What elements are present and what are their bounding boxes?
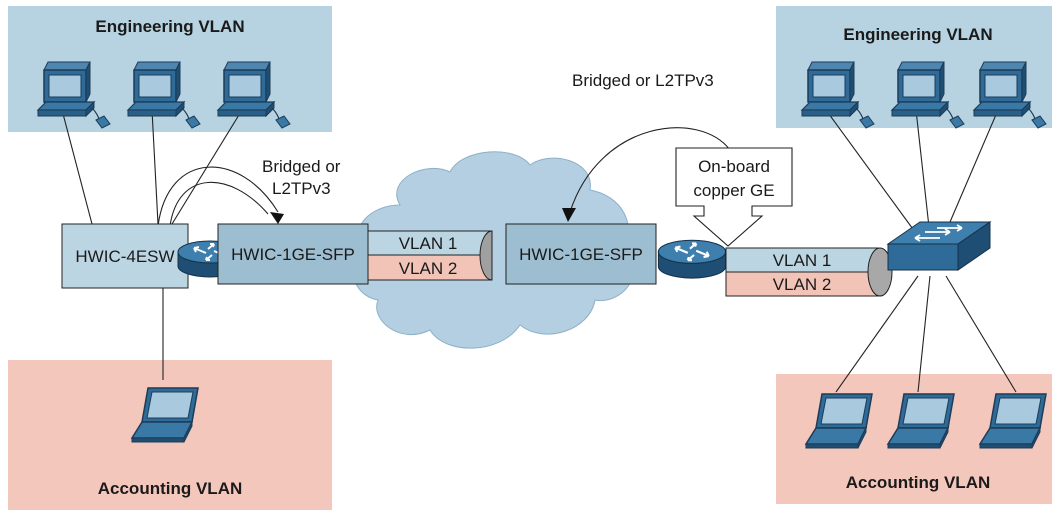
engineering-vlan-right-title: Engineering VLAN (843, 25, 992, 44)
tunnel-left-vlan1-label: VLAN 1 (399, 234, 458, 253)
hwic-1ge-sfp-right-label: HWIC-1GE-SFP (519, 245, 643, 264)
tunnel-left-end (479, 230, 493, 281)
tunnel-right-end (867, 247, 893, 297)
tunnel-left-vlan2-label: VLAN 2 (399, 259, 458, 278)
tunnel-left-vlan1 (367, 230, 493, 256)
bridged-arrow-left (157, 166, 279, 227)
left-links (61, 109, 243, 380)
bridged-arrow-right (569, 127, 731, 213)
bridged-left-label-line2: L2TPv3 (272, 179, 331, 198)
onboard-callout (675, 147, 793, 247)
onboard-label-line1: On-board (698, 157, 770, 176)
hwic-1ge-sfp-left-label: HWIC-1GE-SFP (231, 245, 355, 264)
right-links (825, 109, 1017, 393)
onboard-label-line2: copper GE (693, 181, 774, 200)
engineering-vlan-left-title: Engineering VLAN (95, 17, 244, 36)
hwic-1ge-sfp-left-module (217, 223, 369, 285)
bridged-right-label: Bridged or L2TPv3 (572, 71, 714, 90)
tunnel-right-vlan2 (725, 271, 879, 297)
tunnel-left-vlan2 (367, 254, 493, 281)
accounting-vlan-right-title: Accounting VLAN (846, 473, 991, 492)
hwic-4esw-module (61, 223, 189, 289)
hwic-4esw-label: HWIC-4ESW (75, 247, 174, 266)
tunnel-right-vlan2-label: VLAN 2 (773, 275, 832, 294)
accounting-vlan-left-title: Accounting VLAN (98, 479, 243, 498)
arrowhead-right (562, 208, 576, 222)
hwic-1ge-sfp-right-module (505, 223, 657, 285)
tunnel-right-vlan1-label: VLAN 1 (773, 251, 832, 270)
bridged-left-label-line1: Bridged or (262, 157, 341, 176)
switch-icon (886, 221, 992, 271)
router-icon (657, 239, 727, 280)
cloud-icon (353, 151, 633, 349)
arrowhead-left (270, 212, 284, 224)
